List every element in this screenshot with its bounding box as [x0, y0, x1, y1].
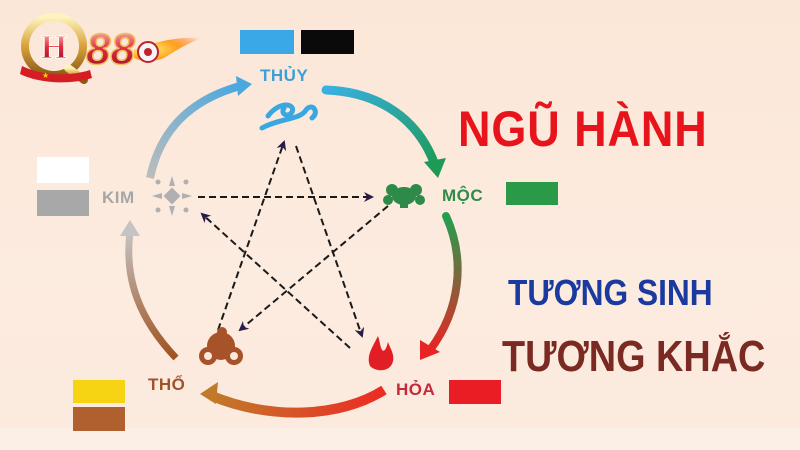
earth-cloud-icon	[199, 327, 243, 365]
logo-digits: 88	[86, 25, 135, 74]
arrow-moc-to-hoa	[426, 212, 462, 354]
arrow-tho-to-kim	[125, 231, 179, 361]
swatch-tho-yellow	[73, 380, 125, 403]
generating-cycle	[120, 76, 462, 418]
label-tho: THỔ	[148, 375, 186, 394]
wood-tree-icon	[383, 184, 425, 208]
swatch-hoa-red	[449, 380, 501, 404]
arrow-moc-to-tho	[238, 205, 389, 332]
label-kim: KIM	[102, 188, 135, 207]
arrow-thuy-to-hoa	[295, 145, 365, 338]
swatch-thuy-blue	[240, 30, 294, 54]
arrow-thuy-to-moc	[321, 85, 441, 173]
swatch-moc-green	[506, 182, 558, 205]
label-thuy: THỦY	[260, 66, 309, 85]
water-cloud-icon	[259, 102, 318, 131]
brand-logo: H ★ 88	[20, 13, 202, 84]
arrow-kim-to-thuy	[146, 82, 242, 179]
metal-star-icon	[152, 176, 192, 216]
swatch-kim-white	[37, 157, 89, 183]
logo-ribbon	[20, 66, 92, 83]
arrow-tho-to-thuy	[217, 140, 287, 331]
swatch-tho-brown	[73, 407, 125, 431]
subtitle-tuong-khac: TƯƠNG KHẮC	[502, 332, 766, 381]
main-title: NGŨ HÀNH	[458, 101, 708, 157]
arrow-hoa-to-kim	[200, 212, 351, 349]
swatch-kim-gray	[37, 190, 89, 216]
label-moc: MỘC	[442, 186, 484, 205]
bottom-band	[0, 428, 800, 450]
subtitle-tuong-sinh: TƯƠNG SINH	[508, 272, 713, 313]
arrow-hoa-to-tho	[210, 385, 387, 418]
label-hoa: HỎA	[396, 380, 436, 399]
logo-letter: H	[41, 29, 67, 66]
swatch-thuy-black	[301, 30, 354, 54]
star-icon: ★	[42, 71, 49, 80]
overcoming-star	[198, 140, 389, 349]
fire-flame-icon	[368, 336, 394, 371]
